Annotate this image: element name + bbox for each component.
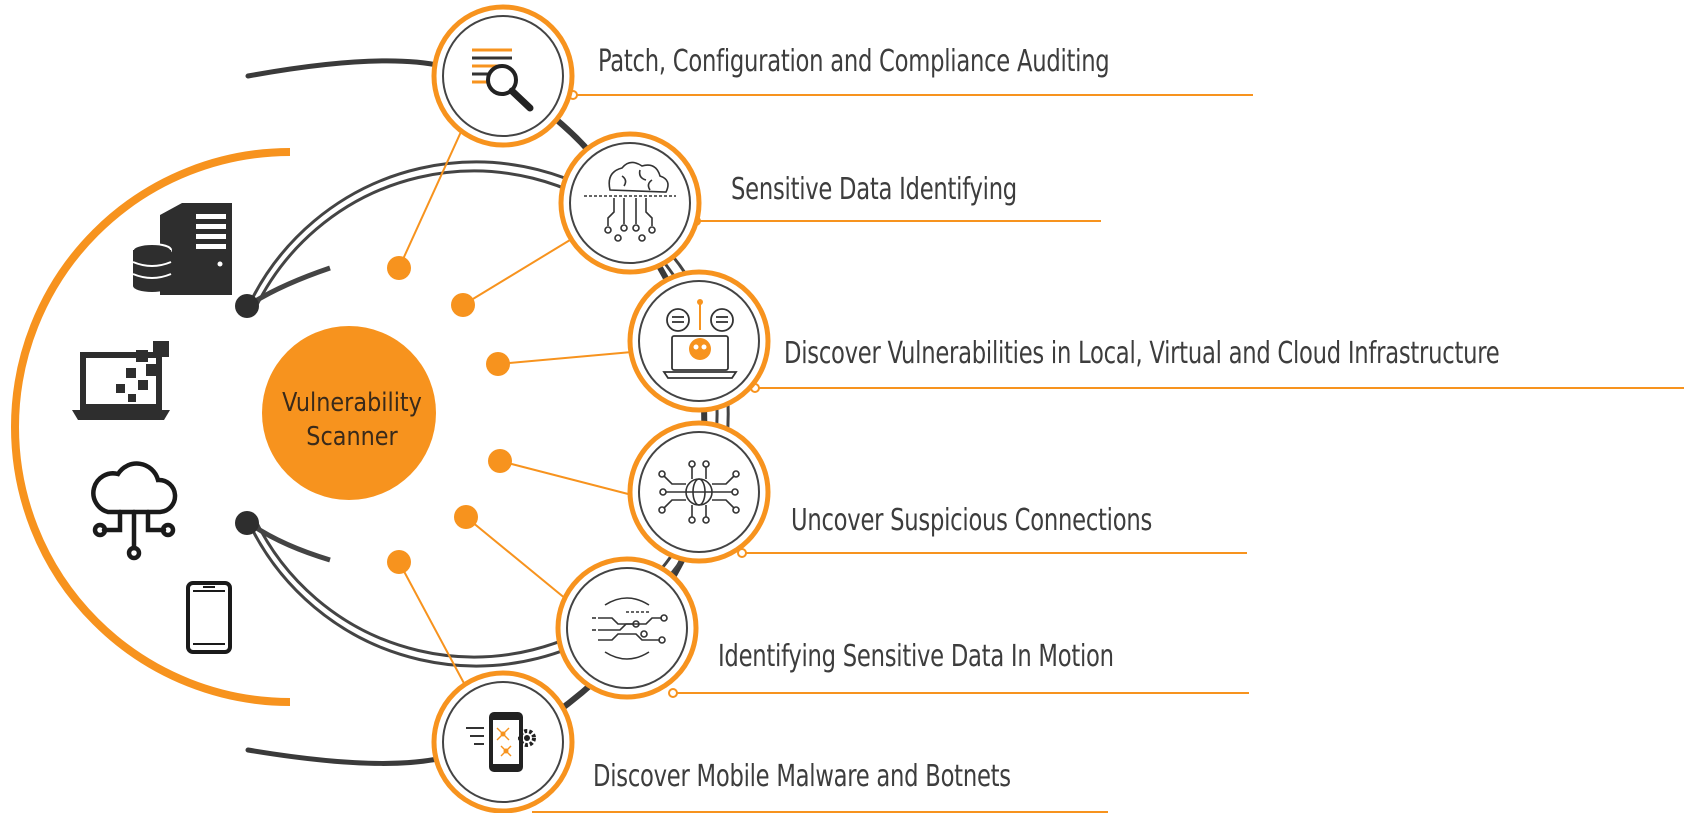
center-disk: [262, 326, 436, 500]
ring-dots: [387, 256, 512, 574]
laptop-skull-icon: [662, 299, 738, 379]
label-underlines: [532, 94, 1684, 813]
outer-dark-arc-top: [245, 58, 445, 79]
magnifier-document-icon: [472, 48, 534, 112]
outer-dark-arc-bottom: [245, 747, 445, 766]
feature-label-mobile-malware: Discover Mobile Malware and Botnets: [593, 759, 1011, 794]
server-database-icon: [132, 203, 232, 295]
ring-endpoint-bottom: [235, 511, 259, 535]
outer-orange-arc: [11, 148, 291, 706]
feature-node-5: [555, 556, 699, 700]
feature-label-discover-vulnerabilities: Discover Vulnerabilities in Local, Virtu…: [784, 336, 1500, 371]
feature-node-2: [558, 131, 702, 275]
brain-circuit-icon: [584, 161, 676, 242]
feature-label-data-in-motion: Identifying Sensitive Data In Motion: [718, 639, 1114, 674]
connector-lines: [398, 111, 633, 688]
mobile-malware-icon: [466, 712, 536, 772]
ring-endpoint-top: [235, 294, 259, 318]
inner-ring-inner: [252, 169, 719, 659]
data-flow-icon: [592, 597, 668, 660]
feature-label-suspicious-connections: Uncover Suspicious Connections: [791, 503, 1153, 538]
inner-ring-outer: [247, 160, 730, 668]
feature-label-sensitive-data: Sensitive Data Identifying: [731, 172, 1017, 207]
smartphone-icon: [186, 581, 232, 654]
cloud-network-icon: [91, 461, 178, 561]
feature-label-patch-auditing: Patch, Configuration and Compliance Audi…: [598, 44, 1110, 79]
laptop-icon: [72, 341, 170, 420]
inner-ring-bottom-extension: [247, 520, 331, 563]
globe-network-icon: [658, 460, 740, 524]
inner-ring-top-extension: [247, 265, 331, 308]
